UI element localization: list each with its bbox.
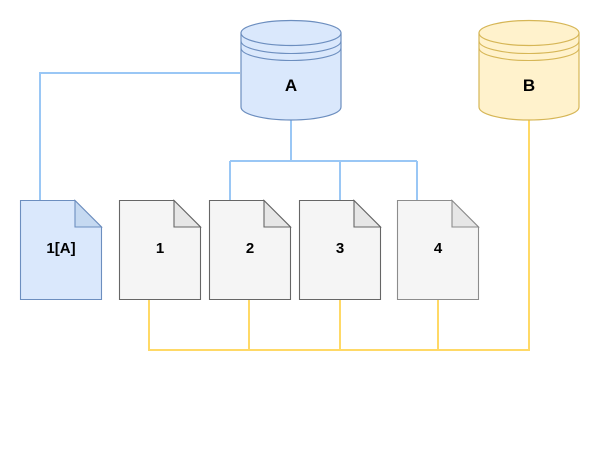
document-node-1a[interactable]: 1[A]	[19, 199, 103, 301]
document-1a-label: 1[A]	[46, 240, 76, 257]
document-2-label: 2	[245, 240, 255, 257]
document-node-2[interactable]: 2	[208, 199, 292, 301]
document-node-1[interactable]: 1	[118, 199, 202, 301]
document-node-4[interactable]: 4	[396, 199, 480, 301]
edge-a-to-1a	[39, 72, 240, 201]
database-node-a[interactable]: A	[240, 19, 342, 121]
document-4-label: 4	[433, 240, 443, 257]
database-b-label: B	[522, 76, 536, 95]
database-a-label: A	[284, 76, 298, 95]
document-3-label: 3	[335, 240, 345, 257]
document-1-label: 1	[155, 240, 165, 257]
database-node-b[interactable]: B	[478, 19, 580, 121]
document-node-3[interactable]: 3	[298, 199, 382, 301]
